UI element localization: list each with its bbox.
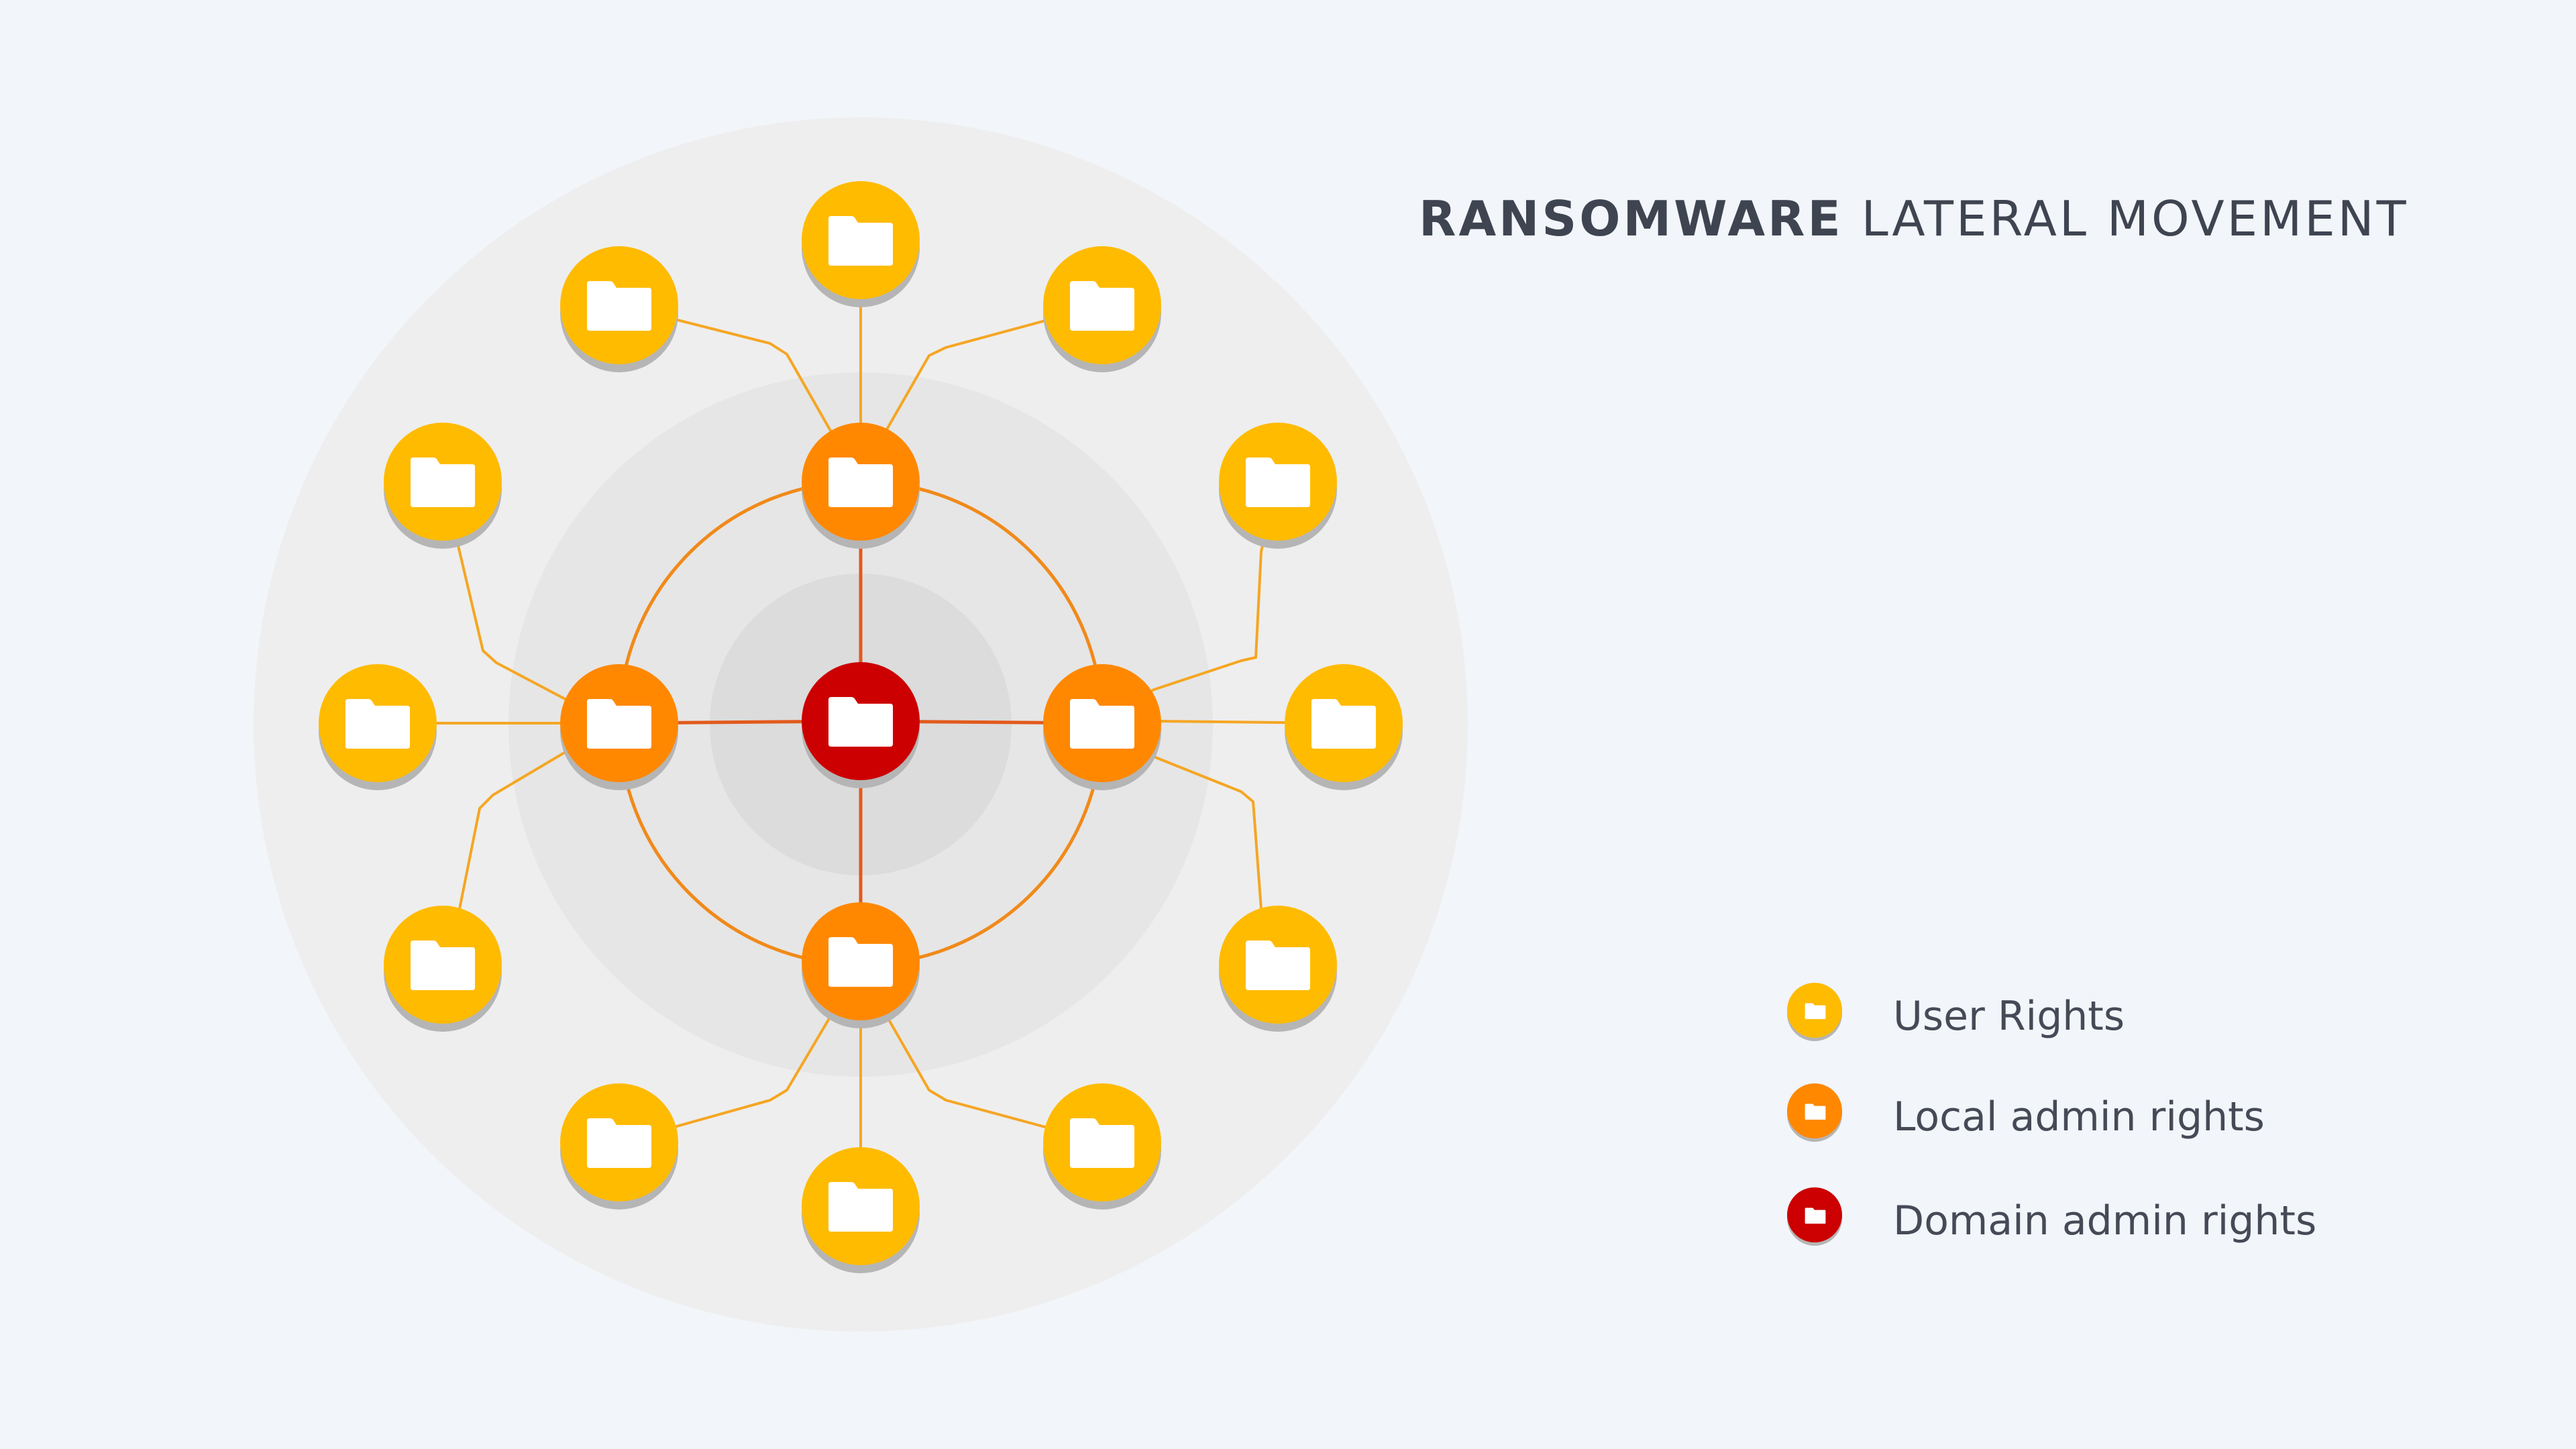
- folder-icon: [587, 1118, 651, 1168]
- folder-icon: [1070, 281, 1134, 331]
- folder-icon: [411, 458, 475, 507]
- folder-icon: [1070, 699, 1134, 749]
- folder-icon: [1070, 1118, 1134, 1168]
- node-user-4: [1219, 423, 1337, 549]
- domain-admin-folder-icon: [1787, 1187, 1842, 1246]
- local-admin-folder-icon: [1787, 1083, 1842, 1142]
- folder-icon: [828, 216, 893, 266]
- folder-icon: [828, 697, 893, 747]
- node-user-5: [1285, 664, 1403, 790]
- node-user-7: [560, 1083, 678, 1210]
- title-rest-part: LATERAL MOVEMENT: [1861, 191, 2409, 247]
- folder-icon: [587, 281, 651, 331]
- node-user-12: [384, 906, 502, 1032]
- legend-label-domain-admin-rights: Domain admin rights: [1893, 1197, 2317, 1244]
- user-rights-folder-icon: [1787, 983, 1842, 1041]
- diagram-title: RANSOMWARE LATERAL MOVEMENT: [1419, 195, 2492, 243]
- node-local-left: [560, 664, 678, 790]
- legend-label-user-rights: User Rights: [1893, 993, 2125, 1040]
- folder-icon: [828, 1182, 893, 1232]
- node-user-9: [1043, 1083, 1161, 1210]
- node-user-11: [319, 664, 437, 790]
- folder-icon: [828, 937, 893, 987]
- legend-label-local-admin-rights: Local admin rights: [1893, 1093, 2265, 1140]
- folder-icon: [1311, 699, 1376, 749]
- folder-icon: [345, 699, 410, 749]
- folder-icon: [1246, 458, 1310, 507]
- node-center: [802, 662, 920, 788]
- node-user-8: [802, 1147, 920, 1273]
- folder-icon: [587, 699, 651, 749]
- node-user-6: [1219, 906, 1337, 1032]
- folder-icon: [411, 941, 475, 990]
- node-user-2: [560, 246, 678, 372]
- folder-icon: [828, 458, 893, 507]
- node-local-bottom: [802, 902, 920, 1028]
- node-local-top: [802, 423, 920, 549]
- node-user-10: [384, 423, 502, 549]
- node-local-right: [1043, 664, 1161, 790]
- title-bold-part: RANSOMWARE: [1419, 191, 1843, 247]
- node-layer: [319, 181, 1403, 1273]
- node-user-1: [802, 181, 920, 307]
- folder-icon: [1246, 941, 1310, 990]
- node-user-3: [1043, 246, 1161, 372]
